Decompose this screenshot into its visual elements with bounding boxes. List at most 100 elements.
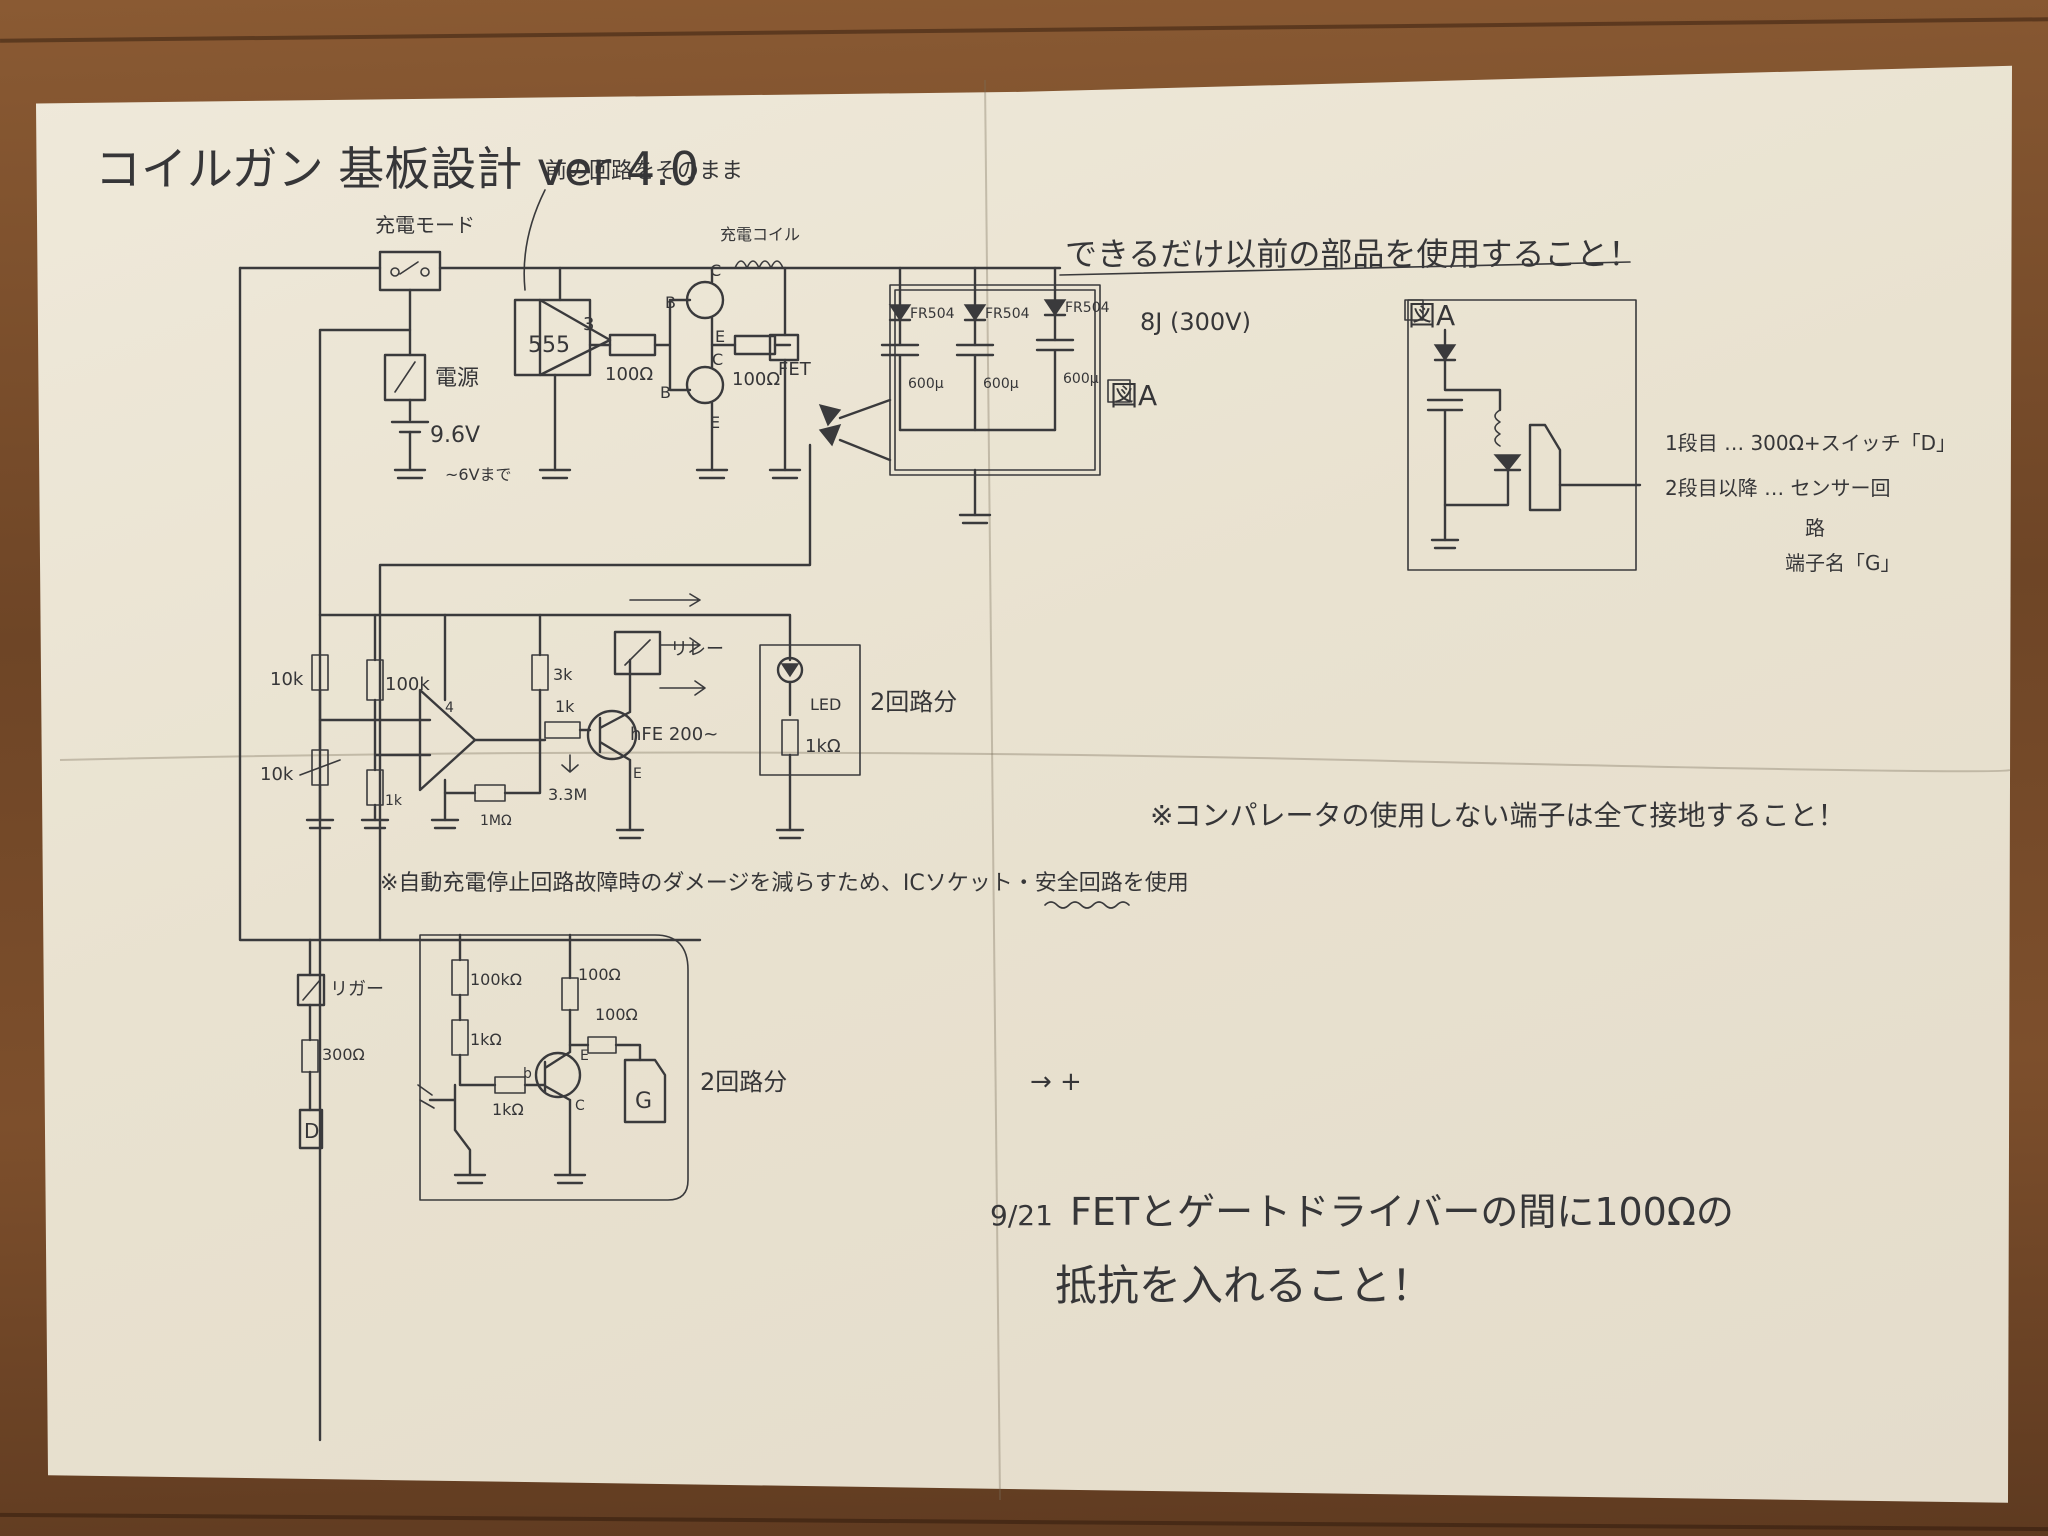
resistor-1k-d <box>494 1076 526 1094</box>
comparator-pin: 4 <box>445 700 454 716</box>
comparator-wires <box>443 613 547 822</box>
ground-11 <box>453 1173 487 1185</box>
resistor-1m-label: 1MΩ <box>480 813 512 829</box>
safety-circuit-box <box>419 934 689 1201</box>
phototransistor <box>428 1083 472 1177</box>
led-indicator-a <box>818 403 842 427</box>
energy-label: 8J (300V) <box>1140 308 1251 336</box>
ic-555 <box>538 298 612 377</box>
capacitor-stage-3: FR504 600μ <box>1035 299 1110 432</box>
figure-a-thyristor <box>1493 454 1522 472</box>
ic-pin-3: 3 <box>583 314 594 335</box>
resistor-3k-label: 3k <box>553 665 573 684</box>
resistor-1k-b <box>544 721 581 739</box>
variable-resistor-label: 10k <box>260 764 294 785</box>
transistor-npn-upper <box>685 280 725 320</box>
battery-symbol <box>390 420 430 434</box>
relay-arrows <box>659 637 706 696</box>
ground-4 <box>768 468 802 480</box>
transistor-hfe-leads <box>598 658 632 832</box>
note-comparator: ※コンパレータの使用しない端子は全て接地すること！ <box>1150 799 1845 832</box>
resistor-100-d-label: 100Ω <box>595 1005 638 1024</box>
diode-1-label: FR504 <box>910 306 955 322</box>
charging-coil-label: 充電コイル <box>720 225 800 244</box>
ic-555-body <box>513 298 592 377</box>
figure-a-terminal <box>1528 423 1562 512</box>
resistor-300-label: 300Ω <box>322 1045 365 1064</box>
note-fet-line2: 抵抗を入れること！ <box>1055 1261 1433 1310</box>
feedback-wire <box>443 738 542 795</box>
figure-a-title: 図A <box>1408 299 1455 332</box>
battery-voltage: 9.6V <box>430 423 480 448</box>
note-socket: ※自動充電停止回路故障時のダメージを減らすため、ICソケット・安全回路を使用 <box>380 871 1189 896</box>
transistor-hfe <box>586 709 638 761</box>
ground-8 <box>430 818 460 830</box>
switch-contact-b <box>420 267 430 277</box>
ground-1 <box>393 468 427 480</box>
resistor-1k-b-label: 1k <box>555 697 575 716</box>
capacitor-stage-2: FR504 600μ <box>955 304 1030 432</box>
resistor-3k <box>531 654 549 691</box>
led-indicator-b <box>818 423 842 447</box>
resistor-300 <box>301 1039 319 1073</box>
note-underline <box>1059 261 1631 276</box>
ground-12 <box>553 1173 587 1185</box>
resistor-1m <box>474 784 506 802</box>
bottom-circuits-count: 2回路分 <box>700 1068 787 1096</box>
charging-coil <box>734 260 784 269</box>
resistor-100-c-label: 100Ω <box>578 965 621 984</box>
diode-2-label: FR504 <box>985 306 1030 322</box>
note-use-old-parts: できるだけ以前の部品を使用すること！ <box>1065 235 1640 273</box>
power-switch <box>383 353 427 402</box>
tr2-e: E <box>710 413 720 432</box>
figure-a-wires <box>1433 328 1502 412</box>
figure-a-ground <box>1430 538 1460 550</box>
diode-fr504-1 <box>888 304 912 322</box>
note-date: 9/21 <box>990 1199 1053 1232</box>
figure-a-stage2: 2段目以降 … センサー回 <box>1665 476 1890 500</box>
figure-a-stage2b: 路 <box>1805 516 1825 540</box>
switch-contact-a <box>390 267 400 277</box>
ref-a-box <box>1107 379 1131 403</box>
terminal-d <box>298 1108 324 1150</box>
arrow-3-3m <box>561 754 579 773</box>
tr2-b: B <box>660 383 671 402</box>
relay-input-arrow <box>629 593 701 607</box>
middle-circuits-count: 2回路分 <box>870 688 957 716</box>
note-arrow: → + <box>1030 1067 1082 1097</box>
figure-a-stage1: 1段目 … 300Ω+スイッチ「D」 <box>1665 431 1956 455</box>
note-pointer <box>523 189 546 291</box>
diode-fr504-3 <box>1043 299 1067 317</box>
page-title: コイルガン 基板設計 ver 4.0 <box>95 142 699 196</box>
trigger-lever <box>302 979 321 1001</box>
note-socket-squiggle <box>1044 901 1130 909</box>
capacitor-2 <box>955 343 995 432</box>
resistor-1k-c-label: 1kΩ <box>470 1030 502 1049</box>
capacitor-return <box>898 428 1057 517</box>
ground-10 <box>775 828 805 840</box>
comparator-inputs <box>318 613 432 822</box>
figure-a-thyristor-wire <box>1443 468 1522 507</box>
resistor-100k-b-label: 100kΩ <box>470 970 522 989</box>
capacitor-1 <box>880 343 920 432</box>
emitter-feed <box>568 933 590 1047</box>
capacitor-3 <box>1035 338 1075 432</box>
vr-arrow <box>299 759 341 776</box>
gate-g-wire <box>614 1043 642 1062</box>
figure-a-box <box>1404 299 1424 321</box>
ic-power-wires <box>553 266 562 472</box>
capacitor-2-label: 600μ <box>983 376 1019 392</box>
capacitor-3-label: 600μ <box>1063 371 1099 387</box>
switch-lever <box>399 261 419 275</box>
safety-transistor-leads <box>523 1043 572 1177</box>
led-label: LED <box>810 695 841 714</box>
resistor-1k-c <box>451 1019 469 1056</box>
fet-label: FET <box>778 359 812 380</box>
switch-down-rail <box>318 288 412 1442</box>
tr1-b: B <box>665 293 676 312</box>
relay-contact <box>624 639 651 666</box>
capacitor-bank-box-inner <box>894 289 1096 471</box>
resistor-100k-b <box>451 959 469 996</box>
diode-3-label: FR504 <box>1065 300 1110 316</box>
